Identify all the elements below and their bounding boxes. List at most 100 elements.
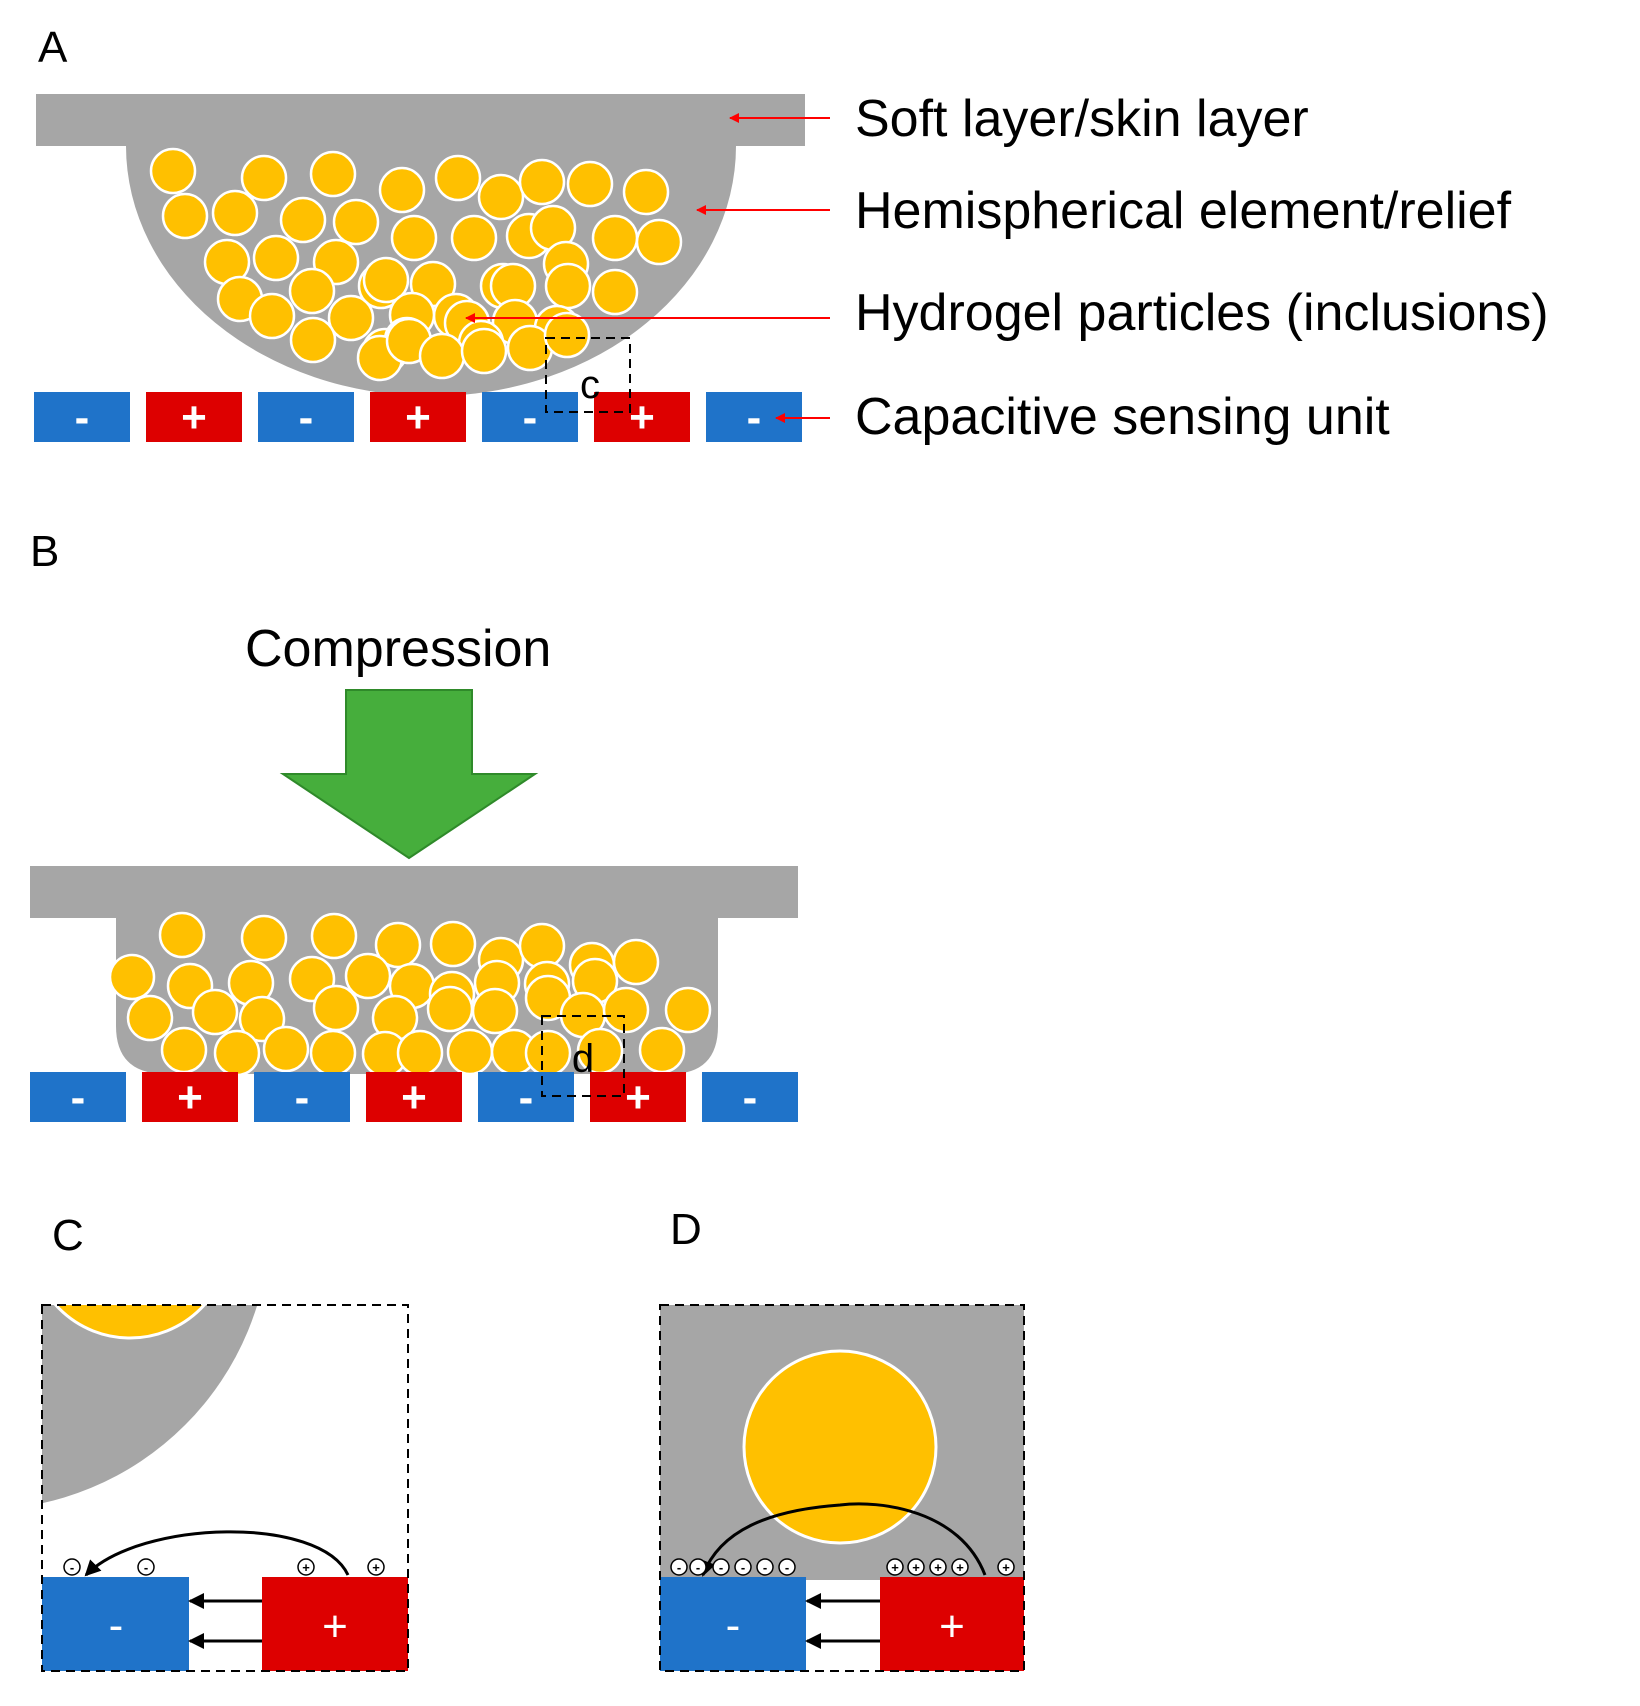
hydrogel-particle [149,147,197,195]
positive-electrode [146,392,242,442]
hydrogel-particle [471,987,519,1035]
negative-electrode [702,1072,798,1122]
positive-charge [886,1558,904,1576]
hydrogel-particle [460,327,508,375]
negative-electrode [258,392,354,442]
electrode-sign: + [629,393,655,442]
charge-sign: + [912,1560,920,1575]
panel-b-sensor: -+-+-+- d [30,866,798,1122]
charge-sign: - [696,1560,700,1575]
zoom-c-frame [41,1304,409,1672]
hydrogel-particle [191,988,239,1036]
charge-sign: - [741,1560,745,1575]
hydrogel-particle [161,192,209,240]
compression-arrow [279,689,539,860]
hydrogel-particle [362,256,410,304]
negative-charge [63,1558,81,1576]
negative-charge [756,1558,774,1576]
hydrogel-particle [429,920,477,968]
charge-sign: - [719,1560,723,1575]
negative-charge [778,1558,796,1576]
hydrogel-particle [390,214,438,262]
zoom-c-particle [53,1305,207,1340]
positive-electrode [366,1072,462,1122]
zoom-c-positive-sign: + [322,1602,348,1651]
hydrogel-particle [288,267,336,315]
hydrogel-particle [213,1029,261,1077]
zoom-d-negative-electrode [660,1577,806,1671]
negative-charge [712,1558,730,1576]
charge-sign: - [763,1560,767,1575]
zoom-box-d [541,1015,625,1097]
electrode-sign: - [743,1073,758,1122]
negative-electrode [482,392,578,442]
charge-sign: + [934,1560,942,1575]
panel-d-letter: D [670,1205,702,1254]
hydrogel-particle [602,986,650,1034]
hydrogel-particle [126,994,174,1042]
hydrogel-particle [434,154,482,202]
negative-electrode [30,1072,126,1122]
hydrogel-particle [252,234,300,282]
hydrogel-particle [426,985,474,1033]
zoom-d-particle [742,1349,938,1545]
positive-electrode [142,1072,238,1122]
hydrogel-particle [566,160,614,208]
hydrogel-particle [418,332,466,380]
hydrogel-particle [635,218,683,266]
positive-charge [951,1558,969,1576]
compression-label: Compression [245,620,551,678]
panel-a-sensor: -+-+-+- c [34,94,805,442]
hydrogel-particle [344,952,392,1000]
electrode-sign: + [181,393,207,442]
electrodes-b: -+-+-+- [30,1072,798,1122]
hydrogel-particle [518,158,566,206]
negative-electrode [34,392,130,442]
electrode-sign: - [519,1073,534,1122]
hydrogel-particle [160,1026,208,1074]
hydrogel-particle [327,294,375,342]
zoom-c-positive-electrode [262,1577,408,1671]
hydrogel-particle [543,311,591,359]
negative-charge [670,1558,688,1576]
electrode-sign: + [405,393,431,442]
zoom-d-surface-charges: ------+++++ [670,1558,1015,1576]
hydrogel-particle [477,173,525,221]
hydrogel-particle [240,914,288,962]
negative-charge [689,1558,707,1576]
hydrogel-particle [211,189,259,237]
zoom-panel-d: - + ------+++++ [659,1304,1025,1672]
hydrogel-particle [158,911,206,959]
label-particles: Hydrogel particles (inclusions) [855,284,1549,342]
hydrogel-particle [262,1025,310,1073]
hydrogel-particle [240,154,288,202]
hydrogel-particle [332,198,380,246]
charge-sign: - [70,1560,74,1575]
hydrogel-particle [622,168,670,216]
positive-electrode [370,392,466,442]
hydrogel-particle [524,1029,572,1077]
annotations-a: Soft layer/skin layer Hemispherical elem… [465,90,1549,446]
panel-a-letter: A [38,23,68,72]
particles-b [108,911,712,1078]
zoom-box-c-label: c [580,363,600,407]
positive-charge [367,1558,385,1576]
hydrogel-particle [446,1028,494,1076]
hydrogel-particle [289,316,337,364]
hydrogel-particle [378,166,426,214]
hydrogel-particle [108,953,156,1001]
charge-sign: + [891,1560,899,1575]
hydrogel-particle [591,214,639,262]
electrode-sign: - [71,1073,86,1122]
zoom-c-fringe-field [84,1530,350,1577]
hydrogel-particle [309,150,357,198]
negative-charge [137,1558,155,1576]
positive-charge [929,1558,947,1576]
electrode-sign: - [75,393,90,442]
particles-a [149,147,683,382]
electrode-sign: - [299,393,314,442]
hydrogel-particle [279,196,327,244]
zoom-d-fringe-field [700,1502,987,1577]
negative-charge [734,1558,752,1576]
charge-sign: + [372,1560,380,1575]
